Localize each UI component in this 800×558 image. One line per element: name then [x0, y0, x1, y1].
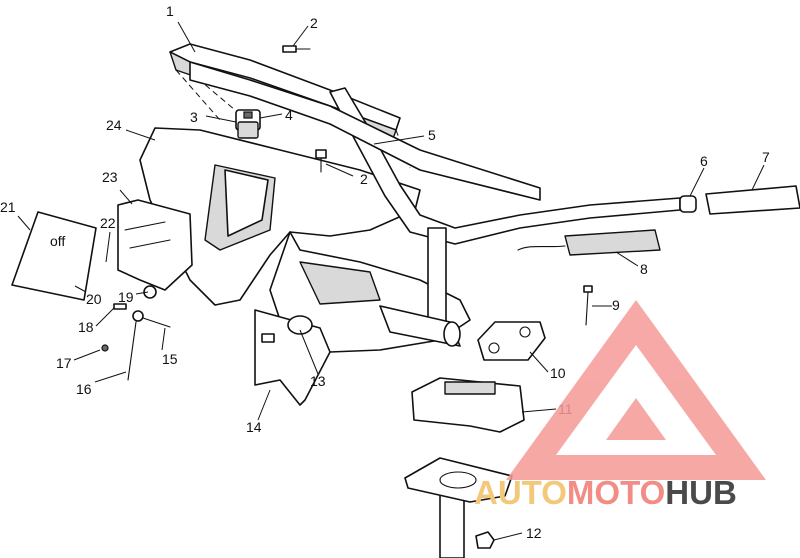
part-6-7-grip	[679, 185, 800, 215]
part-12-nut	[475, 531, 495, 549]
callout-15: 15	[162, 351, 178, 367]
callout-18: 18	[78, 319, 94, 335]
parts-15-19-hardware	[101, 285, 171, 381]
callout-17: 17	[56, 355, 72, 371]
callout-4: 4	[285, 107, 293, 123]
callout-14: 14	[246, 419, 262, 435]
callout-24: 24	[106, 117, 122, 133]
callout-19: 19	[118, 289, 134, 305]
part-24-front-housing	[139, 69, 421, 306]
part-10-clamp-top	[477, 321, 546, 361]
part-13-cap	[261, 315, 313, 343]
callout-6: 6	[700, 153, 708, 169]
part-23-bracket	[117, 199, 193, 291]
callout-23: 23	[102, 169, 118, 185]
part-3-4-switch	[235, 109, 261, 139]
watermark-text: AUTOMOTOHUB	[474, 474, 737, 511]
callout-2-top: 2	[310, 15, 318, 31]
callout-12: 12	[526, 525, 542, 541]
watermark-moto: MOTO	[567, 474, 665, 511]
leader-lines	[17, 21, 765, 541]
part-2-screws	[282, 45, 327, 173]
callout-13: 13	[310, 373, 326, 389]
watermark-auto: AUTO	[474, 474, 567, 511]
watermark-inner-triangle	[606, 398, 666, 440]
watermark-triangle	[506, 300, 766, 480]
plate-text: off	[50, 233, 65, 249]
callout-16: 16	[76, 381, 92, 397]
callout-7: 7	[762, 149, 770, 165]
watermark-logo	[506, 300, 766, 480]
steering-plate	[404, 457, 513, 503]
callout-22: 22	[100, 215, 116, 231]
part-11-clamp-bottom	[411, 377, 525, 433]
callout-21: 21	[0, 199, 16, 215]
callout-20: 20	[86, 291, 102, 307]
part-21-plate: off	[11, 211, 97, 301]
part-8-throttle-grip	[517, 229, 661, 256]
callout-8: 8	[640, 261, 648, 277]
callout-3: 3	[190, 109, 198, 125]
callout-2-middle: 2	[360, 171, 368, 187]
callout-1: 1	[166, 3, 174, 19]
callout-9: 9	[612, 297, 620, 313]
watermark-hub: HUB	[665, 474, 737, 511]
part-9-bolt	[583, 285, 593, 326]
callout-10: 10	[550, 365, 566, 381]
callout-5: 5	[428, 127, 436, 143]
